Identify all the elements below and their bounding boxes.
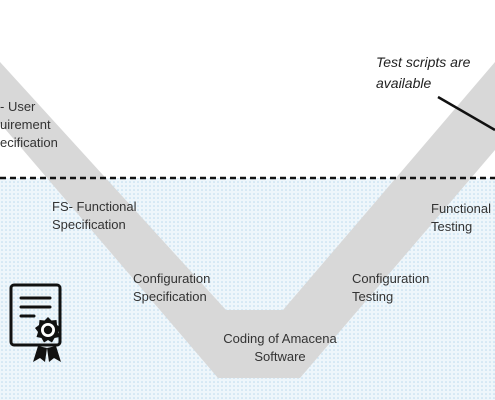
callout-line2: available xyxy=(376,75,432,91)
certificate-icon xyxy=(9,283,62,362)
urs-label: - User uirement ecification xyxy=(0,98,58,152)
fs-label-line1: FS- Functional xyxy=(52,199,137,214)
coding-label: Coding of Amacena Software xyxy=(210,330,350,366)
urs-label-line1: - User xyxy=(0,99,36,114)
config-spec-label-line2: Specification xyxy=(133,289,207,304)
config-testing-label-line2: Testing xyxy=(352,289,394,304)
urs-label-line3: ecification xyxy=(0,135,58,150)
callout-pointer-line xyxy=(437,95,495,132)
functional-testing-label-line1: Functional xyxy=(431,201,491,216)
config-spec-label-line1: Configuration xyxy=(133,271,211,286)
fs-label-line2: Specification xyxy=(52,217,126,232)
coding-label-line1: Coding of Amacena xyxy=(223,331,337,346)
fs-label: FS- Functional Specification xyxy=(52,198,137,234)
config-testing-label: Configuration Testing xyxy=(352,270,429,306)
coding-label-line2: Software xyxy=(254,349,306,364)
callout-line1: Test scripts are xyxy=(376,54,471,70)
v-shaped-band xyxy=(0,62,495,378)
config-spec-label: Configuration Specification xyxy=(133,270,210,306)
urs-label-line2: uirement xyxy=(0,117,51,132)
config-testing-label-line1: Configuration xyxy=(352,271,430,286)
test-scripts-callout: Test scripts are available xyxy=(376,52,470,94)
functional-testing-label: Functional Testing xyxy=(431,200,491,236)
functional-testing-label-line2: Testing xyxy=(431,219,473,234)
